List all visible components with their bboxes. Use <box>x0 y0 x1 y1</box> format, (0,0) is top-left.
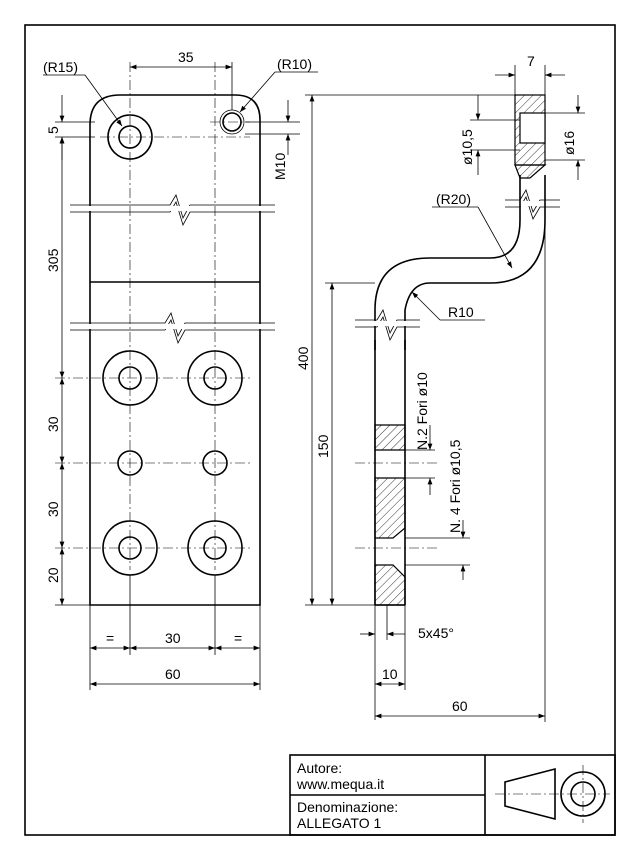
dim-305: 305 <box>45 248 61 272</box>
name-value: ALLEGATO 1 <box>297 815 382 831</box>
plate-outline <box>89 94 261 606</box>
dim-r10: (R10) <box>277 56 312 72</box>
dim-400: 400 <box>295 346 311 370</box>
dim-35: 35 <box>178 49 194 65</box>
dim-7: 7 <box>527 53 535 69</box>
side-view: 7 ø10,5 ø16 (R20) R10 400 150 <box>295 53 585 722</box>
dim-30b: 30 <box>45 501 61 517</box>
dim-150: 150 <box>315 434 331 458</box>
dim-30a: 30 <box>45 416 61 432</box>
dim-30-bottom: 30 <box>165 630 181 646</box>
label-holes-n4: N. 4 Fori ø10,5 <box>447 439 463 533</box>
dim-r10-side: R10 <box>448 304 474 320</box>
dim-5: 5 <box>45 126 61 134</box>
dim-eq-right: = <box>234 630 242 646</box>
dim-20: 20 <box>45 567 61 583</box>
dim-10: 10 <box>382 666 398 682</box>
projection-symbol-icon <box>495 765 610 823</box>
front-view: 35 (R15) (R10) 5 M10 305 30 30 20 <box>43 49 318 690</box>
bent-bar <box>374 175 546 350</box>
author-label: Autore: <box>297 760 342 776</box>
dim-dia10-5: ø10,5 <box>459 129 475 165</box>
dim-r20: (R20) <box>436 191 471 207</box>
dim-r15: (R15) <box>43 59 78 75</box>
label-holes-n2: N.2 Fori ø10 <box>414 372 430 450</box>
dim-eq-left: = <box>106 630 114 646</box>
author-value: www.mequa.it <box>296 776 384 792</box>
break-line-lower-2 <box>70 319 275 345</box>
dim-chamfer: 5x45° <box>418 625 454 641</box>
dim-m10: M10 <box>272 153 288 180</box>
dim-60: 60 <box>165 666 181 682</box>
name-label: Denominazione: <box>297 799 398 815</box>
title-block: Autore: www.mequa.it Denominazione: ALLE… <box>289 754 616 836</box>
dim-60-side: 60 <box>452 698 468 714</box>
dim-dia16: ø16 <box>561 131 577 155</box>
break-line-upper-2 <box>70 201 275 227</box>
